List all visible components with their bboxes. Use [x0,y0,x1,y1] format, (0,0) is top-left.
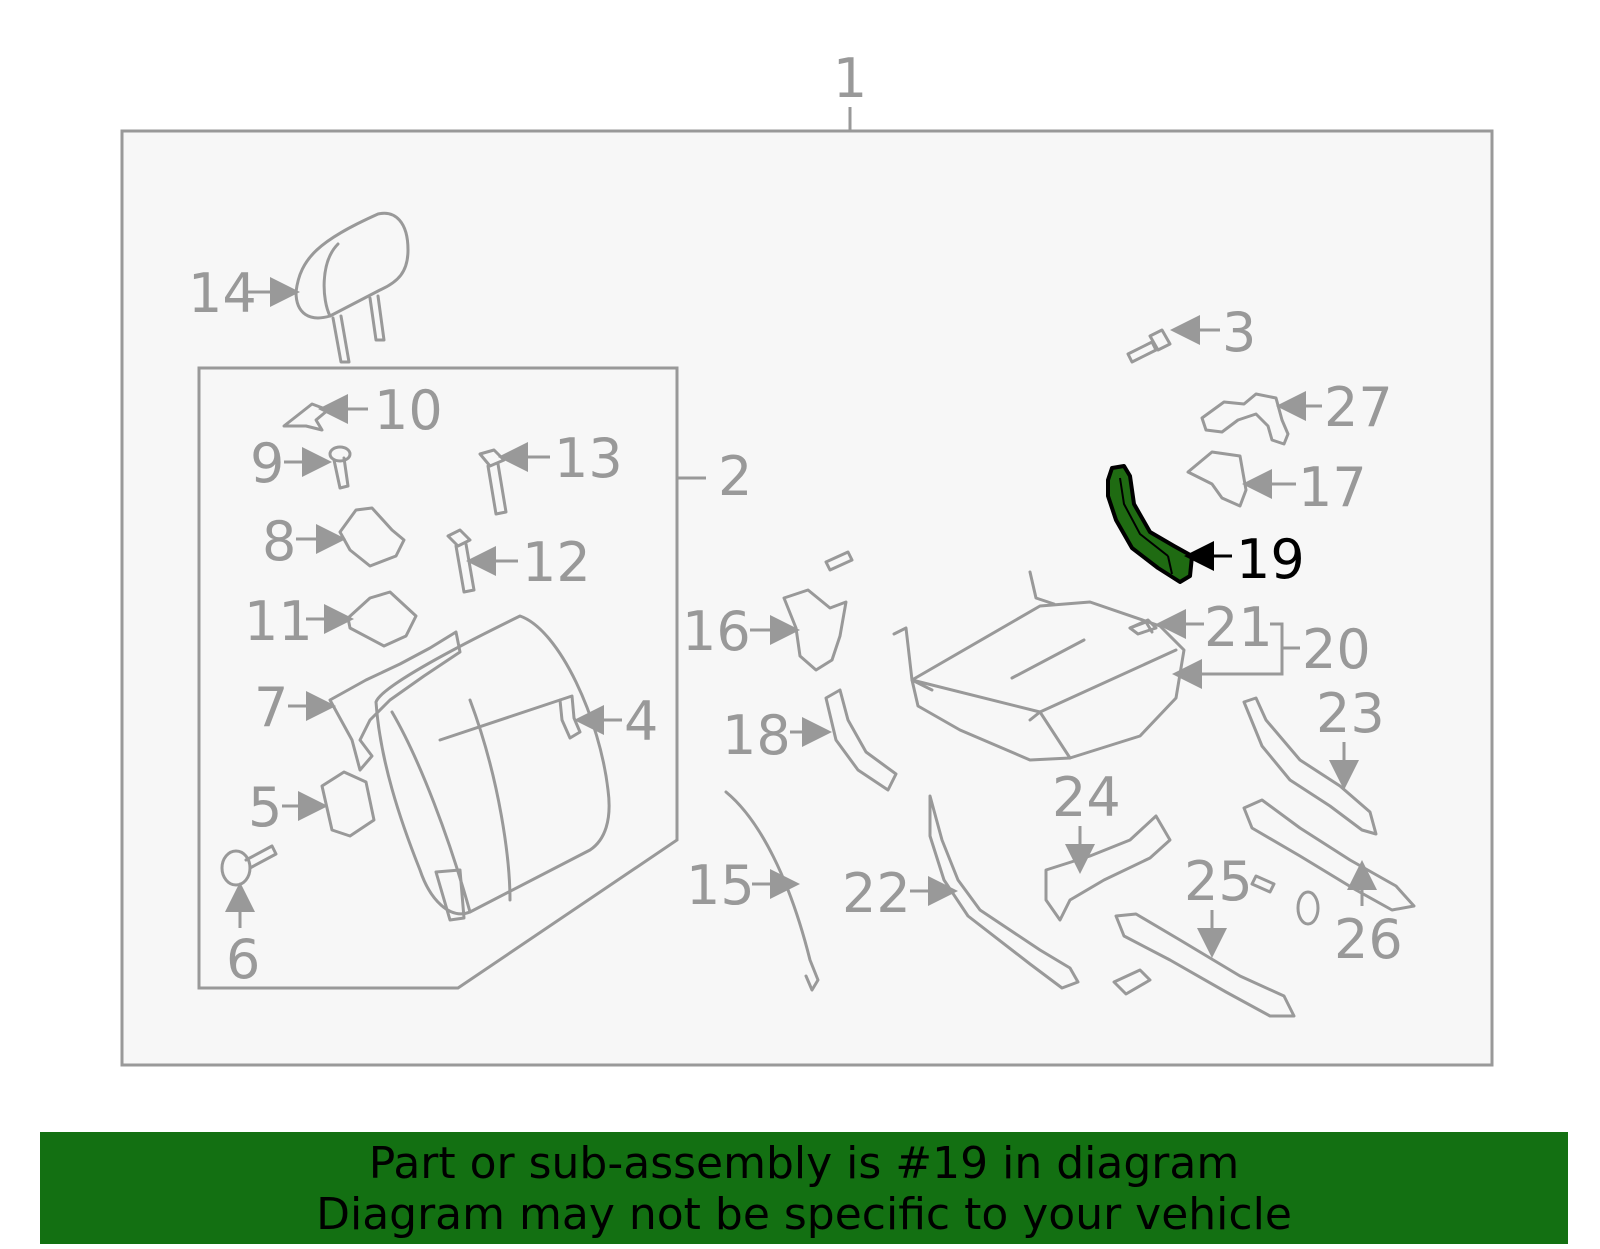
rail-part-26 [1242,798,1416,912]
callout-2: 2 [718,445,752,508]
callout-27: 27 [1324,376,1393,439]
assembly-frame [120,129,1494,1067]
callout-26: 26 [1334,908,1403,971]
callout-16: 16 [682,600,751,663]
callout-14: 14 [188,262,257,325]
harness-part-27 [1200,392,1290,446]
callout-22: 22 [842,862,911,925]
callout-1: 1 [833,47,867,110]
callout-11: 11 [244,590,313,653]
callout-4: 4 [624,690,658,753]
callout-19: 19 [1236,528,1305,591]
callout-17: 17 [1298,456,1367,519]
headrest-part [294,211,410,364]
callout-24: 24 [1052,766,1121,829]
clip-part-10 [282,402,330,432]
callout-5: 5 [248,776,282,839]
banner-line-1: Part or sub-assembly is #19 in diagram [368,1138,1240,1189]
rail-part-23 [1242,696,1378,836]
banner-line-2: Diagram may not be specific to your vehi… [316,1189,1292,1240]
seatback-frame-part-7 [328,630,462,772]
callout-10: 10 [374,379,443,442]
callout-25: 25 [1184,850,1253,913]
callout-3: 3 [1222,301,1256,364]
callout-6: 6 [226,928,260,991]
callout-13: 13 [554,427,623,490]
seatback-subassembly-frame [197,366,679,990]
callout-21: 21 [1204,596,1273,659]
bracket-part-5 [320,770,376,838]
latch-cover-part-8 [338,506,406,568]
seatback-shell [374,614,611,922]
callout-8: 8 [262,510,296,573]
callout-7: 7 [254,676,288,739]
bracket-part-24 [1044,814,1172,922]
callout-23: 23 [1316,682,1385,745]
rail-part-25 [1112,874,1320,1018]
trim-part-18 [824,688,898,792]
callout-15: 15 [686,854,755,917]
info-banner: Part or sub-assembly is #19 in diagram D… [40,1132,1568,1244]
cover-part-11 [346,590,418,648]
callout-12: 12 [522,531,591,594]
callout-18: 18 [722,704,791,767]
callout-9: 9 [250,432,284,495]
callout-20: 20 [1302,618,1371,681]
